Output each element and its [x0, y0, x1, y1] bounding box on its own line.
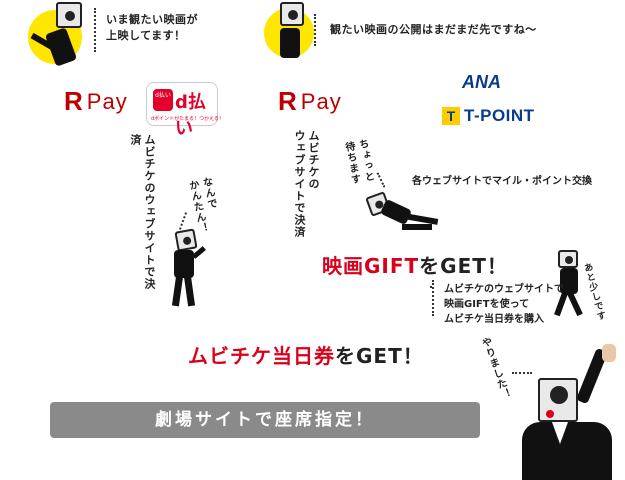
rakuten-pay-logo-left: R Pay [64, 86, 128, 117]
yarimashita-text: やりました！ [478, 336, 512, 402]
mascot-leg [171, 275, 184, 307]
lens-icon [65, 11, 75, 21]
tojitsu-black-text: をGET！ [335, 344, 424, 368]
mascot-leg [402, 224, 432, 230]
rakuten-pay-logo-right: R Pay [278, 86, 342, 117]
ana-logo: ANA [462, 72, 501, 92]
camera-head-icon [538, 378, 578, 422]
mascot-big [516, 344, 625, 480]
gift-use-note: ムビチケのウェブサイトで 映画GIFTを使って ムビチケ当日券を購入 [444, 284, 564, 325]
rpay-r-mark: R [64, 86, 83, 116]
dpay-sub-text: dポイントがたまる！つかえる！ [151, 116, 224, 122]
d-barai-logo: d払い d払い dポイントがたまる！つかえる！ [146, 82, 224, 139]
rpay-pay-text: Pay [86, 88, 128, 114]
record-dot-icon [546, 410, 554, 418]
mascot-leg [183, 275, 196, 307]
mascot-nande [160, 226, 210, 310]
seat-select-banner: 劇場サイトで座席指定！ [50, 402, 480, 438]
mascot-body [379, 198, 413, 226]
gift-get-heading: 映画GIFTをGET！ [322, 250, 508, 279]
tpoint-text: T-POINT [464, 106, 535, 125]
tojitsu-get-heading: ムビチケ当日券をGET！ [188, 340, 424, 369]
dpay-main-text: d払い [175, 92, 206, 139]
gift-red-text: 映画GIFT [322, 254, 420, 278]
camera-head-icon [174, 228, 198, 252]
gift-use-dash [430, 286, 432, 288]
vertical-text-left: ムビチケのウェブサイトで決済 [129, 134, 156, 290]
camera-head-icon [558, 250, 578, 268]
camera-head-icon [280, 2, 304, 26]
lens-icon [288, 10, 298, 20]
bubble-dash-left-v [94, 8, 96, 52]
hand-icon [602, 344, 616, 362]
lens-icon [182, 236, 192, 246]
exchange-note: 各ウェブサイトでマイル・ポイント交換 [412, 176, 592, 187]
vertical-text-right: ムビチケの ウェブサイトで決済 [293, 130, 320, 238]
camera-head-icon [56, 2, 82, 28]
mascot-right-top [262, 0, 318, 64]
mascot-ato-sukoshi [548, 248, 592, 320]
dpay-badge: d払い [153, 89, 173, 111]
yarimashita-dash [512, 372, 532, 374]
mascot-body [174, 250, 194, 278]
mascot-left-top [30, 0, 90, 70]
gift-use-dash-v [432, 280, 434, 316]
bubble-text-left: いま観たい映画が 上映してます！ [106, 13, 198, 42]
rpay-r-mark: R [278, 86, 297, 116]
lens-icon [565, 256, 573, 264]
bubble-text-right: 観たい映画の公開はまだまだ先ですね〜 [330, 23, 537, 36]
lens-icon [550, 386, 568, 404]
mascot-chotto [352, 190, 442, 234]
bubble-dash-right-v [314, 14, 316, 46]
mascot-body [522, 422, 612, 480]
mascot-body [280, 28, 300, 58]
mascot-body [560, 268, 578, 294]
gift-black-text: をGET！ [419, 254, 508, 278]
tojitsu-red-text: ムビチケ当日券 [188, 344, 335, 368]
mascot-leg [567, 291, 583, 317]
rpay-pay-text: Pay [300, 88, 342, 114]
tpoint-logo: T T-POINT [442, 106, 535, 126]
tpoint-t-mark: T [442, 107, 460, 125]
chotto-dash [376, 172, 386, 188]
